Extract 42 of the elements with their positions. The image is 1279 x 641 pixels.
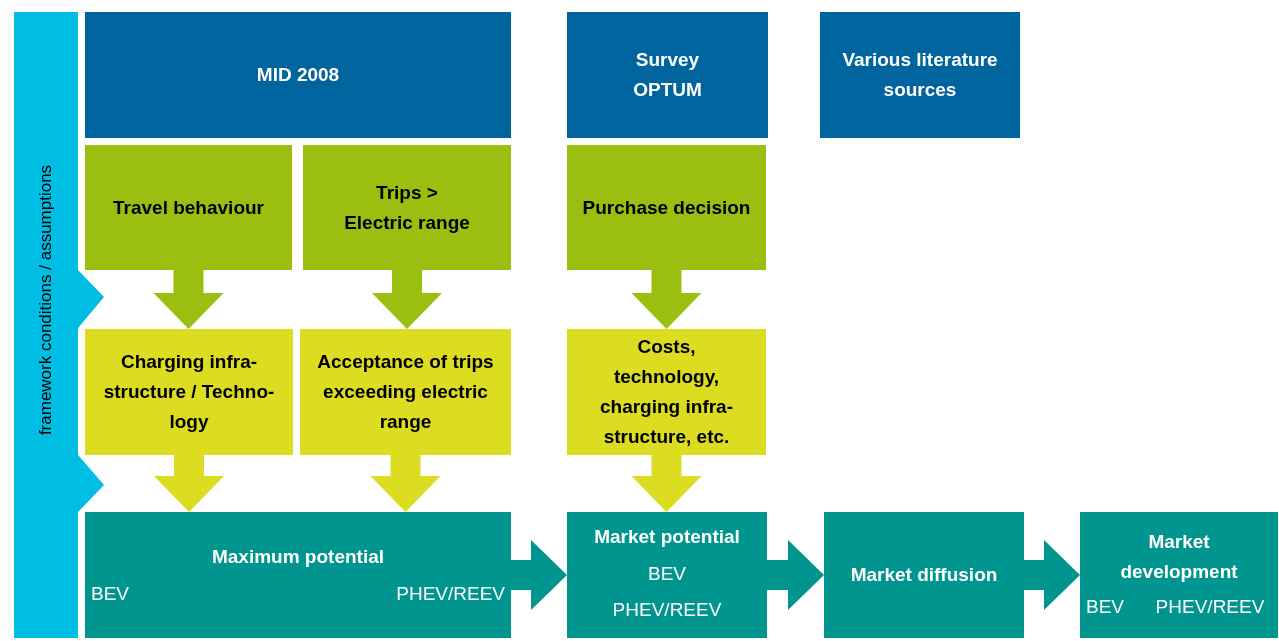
block-arrow: [372, 270, 442, 329]
box-title: Survey OPTUM: [632, 48, 703, 102]
band-label: framework conditions / assumptions: [36, 164, 56, 436]
block-arrow: [631, 270, 702, 329]
result-box: [567, 512, 767, 638]
box-title: Trips > Electric range: [343, 180, 471, 235]
result-box: [85, 512, 511, 638]
box-title: Costs, technology, charging infra-structure, etc.: [599, 335, 734, 449]
block-arrow: [154, 455, 224, 512]
box-title: Purchase decision: [582, 195, 751, 220]
source-box: [820, 12, 1020, 138]
block-arrow: [511, 540, 567, 610]
box-title: Market potential: [593, 525, 741, 549]
block-arrow: [153, 270, 224, 329]
block-arrow: [370, 455, 441, 512]
source-box: [567, 12, 768, 138]
vehicle-type-label: PHEV/REEV: [611, 598, 723, 622]
result-box: [824, 512, 1024, 638]
factor-box: [85, 329, 293, 455]
box-title: Market diffusion: [850, 563, 998, 587]
source-box: [85, 12, 511, 138]
vehicle-type-label: BEV: [91, 582, 131, 606]
box-title: Maximum potential: [210, 545, 386, 569]
factor-box: [300, 329, 511, 455]
factor-box: [567, 145, 766, 270]
box-title: Market development: [1119, 530, 1239, 584]
block-arrow: [1024, 540, 1080, 610]
factor-box: [567, 329, 766, 455]
factor-box: [85, 145, 292, 270]
box-title: Various literature sources: [841, 48, 999, 102]
vehicle-type-label: PHEV/REEV: [395, 582, 505, 606]
box-title: Travel behaviour: [113, 195, 264, 220]
vehicle-type-label: BEV: [647, 562, 687, 586]
box-title: Charging infra-structure / Techno-logy: [102, 350, 276, 434]
result-box: [1080, 512, 1278, 638]
box-title: Acceptance of trips exceeding electric range: [316, 350, 495, 434]
vehicle-type-label: BEV: [1086, 595, 1126, 619]
box-title: MID 2008: [256, 63, 340, 87]
block-arrow: [631, 455, 702, 512]
factor-box: [303, 145, 511, 270]
vehicle-type-label: PHEV/REEV: [1154, 595, 1266, 619]
block-arrow: [767, 540, 824, 610]
